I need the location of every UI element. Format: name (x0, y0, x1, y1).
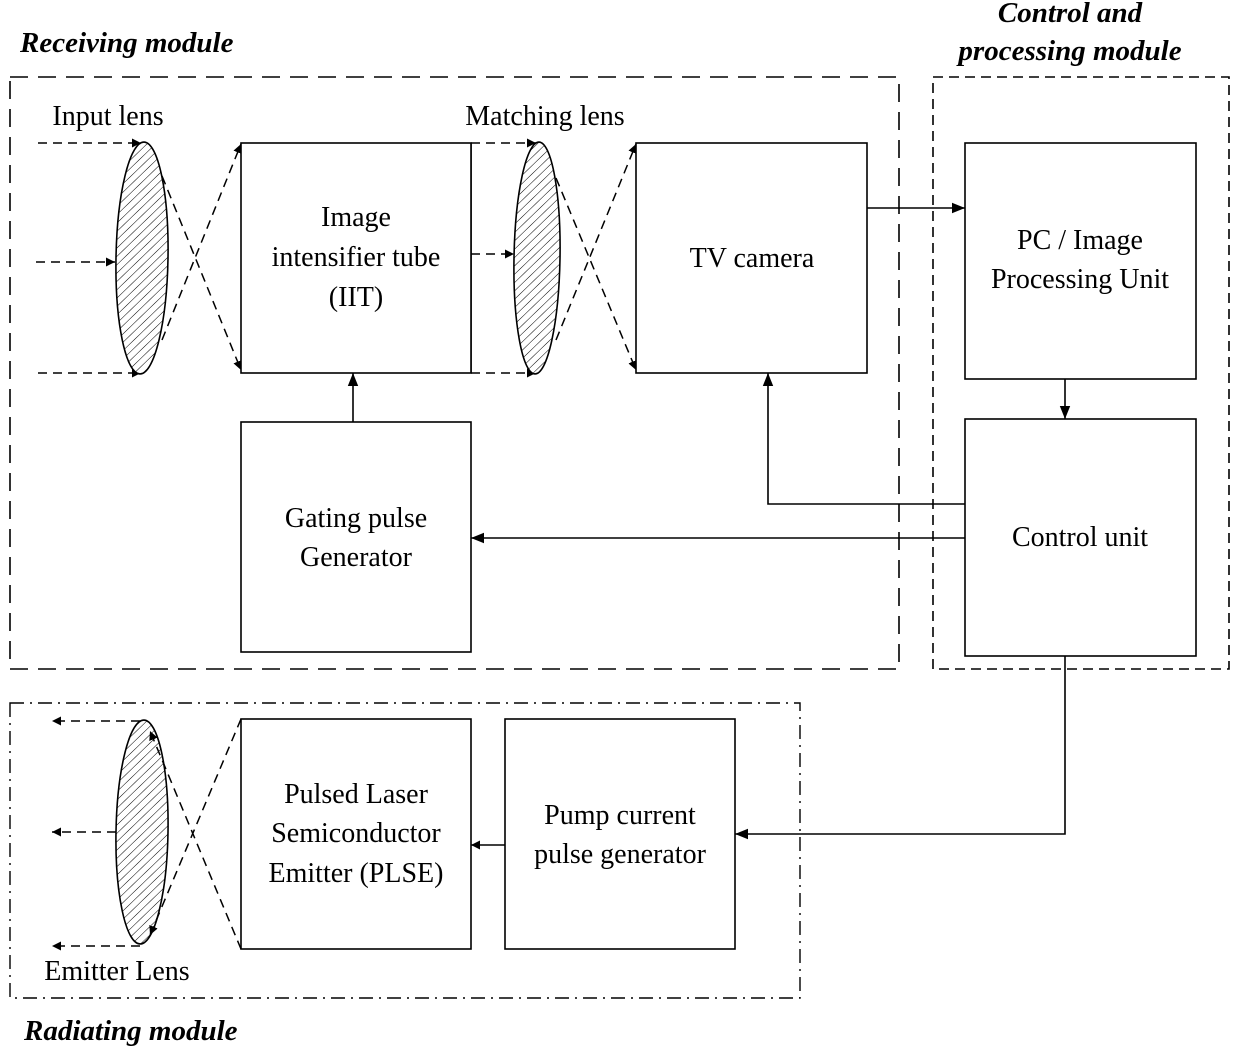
iit-label-line2: intensifier tube (272, 242, 441, 273)
control-unit-box[interactable] (964, 418, 1197, 657)
control-unit-label: Control unit (1012, 522, 1148, 553)
pump-label-line2: pulse generator (534, 839, 706, 870)
plse-box[interactable] (240, 718, 472, 950)
pc-block[interactable]: PC / Image Processing Unit (964, 142, 1197, 380)
gating-box[interactable] (240, 421, 472, 653)
gating-label-line1: Gating pulse (285, 503, 427, 534)
emitter-cross-ray-2 (149, 730, 242, 950)
iit-label-line3: (IIT) (329, 282, 383, 313)
plse-label-line2: Semiconductor (271, 818, 441, 849)
arrow-control-to-tv (762, 373, 965, 505)
input-cross-ray-2 (161, 143, 242, 341)
input-lens-shape (115, 141, 169, 375)
matching-lens-label: Matching lens (465, 101, 624, 132)
arrow-control-to-pump (735, 656, 1066, 840)
pc-label-line1: PC / Image (1017, 225, 1143, 256)
input-lens-label: Input lens (52, 101, 163, 132)
control-module-frame (932, 76, 1230, 670)
input-cross-ray-1 (161, 175, 242, 371)
radiating-module-frame (9, 702, 801, 999)
pc-box[interactable] (964, 142, 1197, 380)
matching-lens-shape (513, 141, 561, 375)
pump-label-line1: Pump current (544, 800, 696, 831)
iit-block[interactable]: Image intensifier tube (IIT) (240, 142, 472, 374)
matching-lens (470, 138, 637, 378)
radiating-module-title: Radiating module (23, 1015, 238, 1047)
gating-label-line2: Generator (300, 542, 413, 573)
control-module-title-line1: Control and (998, 0, 1143, 29)
control-unit-block[interactable]: Control unit (964, 418, 1197, 657)
emitter-cross-ray-1 (149, 718, 242, 936)
iit-label-line1: Image (321, 202, 391, 233)
emitter-lens-label: Emitter Lens (44, 956, 189, 987)
emitter-lens (52, 716, 242, 951)
receiving-module-frame (9, 76, 900, 670)
gating-block[interactable]: Gating pulse Generator (240, 421, 472, 653)
pc-label-line2: Processing Unit (991, 264, 1169, 295)
pump-box[interactable] (504, 718, 736, 950)
plse-block[interactable]: Pulsed Laser Semiconductor Emitter (PLSE… (240, 718, 472, 950)
receiving-module-title: Receiving module (19, 27, 234, 59)
control-module-title-line2: processing module (955, 35, 1181, 67)
tv-camera-label: TV camera (690, 243, 815, 274)
input-lens (36, 138, 242, 378)
emitter-lens-shape (115, 719, 169, 945)
pump-block[interactable]: Pump current pulse generator (504, 718, 736, 950)
matching-cross-ray-2 (555, 143, 637, 341)
tv-camera-block[interactable]: TV camera (635, 142, 868, 374)
plse-label-line3: Emitter (PLSE) (269, 858, 444, 889)
tv-camera-box[interactable] (635, 142, 868, 374)
matching-cross-ray-1 (555, 177, 637, 371)
plse-label-line1: Pulsed Laser (284, 779, 429, 810)
iit-box[interactable] (240, 142, 472, 374)
